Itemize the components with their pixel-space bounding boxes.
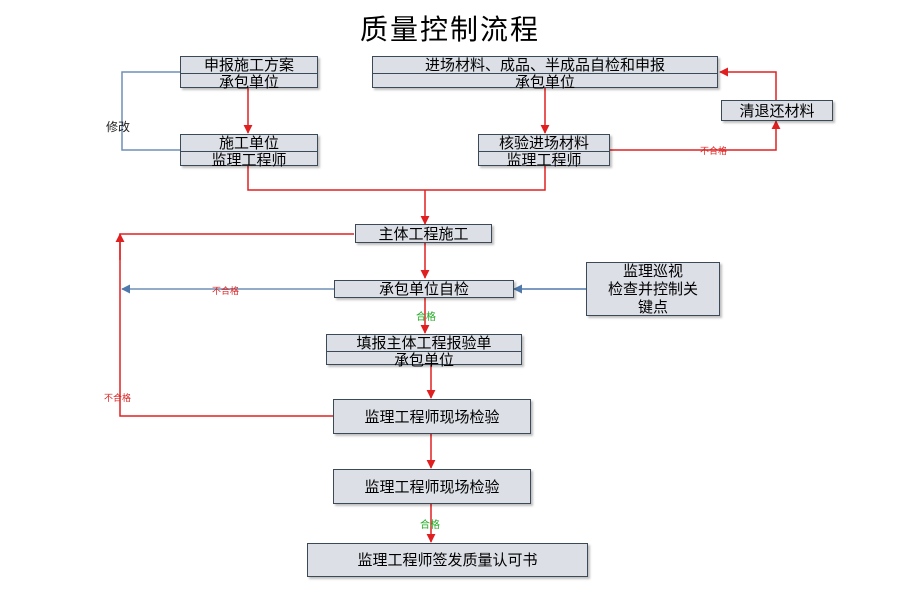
plan-line2: 承包单位 (218, 73, 279, 91)
patrol-box: 监理巡视 检查并控制关 键点 (586, 262, 720, 316)
modify-label: 修改 (106, 120, 131, 134)
verify-materials-line2: 监理工程师 (506, 151, 582, 169)
sitecheck-fail-loop (119, 233, 354, 417)
site-check-1-box: 监理工程师现场检验 (333, 399, 531, 434)
main-construction-text: 主体工程施工 (378, 224, 469, 243)
plan-line1: 申报施工方案 (181, 57, 317, 74)
return-to-materials-arrow (719, 67, 777, 100)
fail-materials-label: 不合格 (700, 147, 728, 157)
construct-box: 施工单位 监理工程师 (180, 134, 318, 169)
fill-report-line1: 填报主体工程报验单 (327, 335, 521, 352)
self-check-text: 承包单位自检 (378, 280, 469, 298)
site-check-2-text: 监理工程师现场检验 (364, 477, 500, 496)
verify-materials-box: 核验进场材料 监理工程师 (478, 134, 610, 169)
fill-report-box: 填报主体工程报验单 承包单位 (326, 334, 522, 369)
construct-merge-line (247, 166, 546, 191)
materials-report-line1: 进场材料、成品、半成品自检和申报 (373, 57, 717, 74)
site-check-2-box: 监理工程师现场检验 (333, 469, 531, 504)
patrol-line1: 监理巡视 (622, 262, 683, 280)
materials-report-box: 进场材料、成品、半成品自检和申报 承包单位 (372, 56, 718, 91)
patrol-line3: 键点 (637, 298, 668, 316)
certificate-box: 监理工程师签发质量认可书 (307, 543, 588, 577)
return-materials-box: 清退还材料 (721, 100, 833, 121)
page-title: 质量控制流程 (359, 13, 540, 46)
materials-report-line2: 承包单位 (514, 73, 575, 91)
patrol-line2: 检查并控制关 (607, 280, 698, 298)
return-materials-text: 清退还材料 (739, 101, 815, 120)
self-check-box: 承包单位自检 (334, 280, 514, 298)
verify-to-return-arrow (610, 120, 781, 151)
pass-final-label: 合格 (420, 520, 440, 531)
site-check-1-text: 监理工程师现场检验 (364, 407, 500, 426)
certificate-text: 监理工程师签发质量认可书 (357, 551, 538, 569)
construct-line1: 施工单位 (181, 135, 317, 152)
fail-site-label: 不合格 (104, 394, 132, 404)
plan-box: 申报施工方案 承包单位 (180, 56, 318, 91)
construct-line2: 监理工程师 (211, 151, 287, 169)
modify-loop-line (121, 71, 180, 151)
main-construction-box: 主体工程施工 (355, 224, 492, 243)
pass-selfcheck-label: 合格 (416, 312, 436, 323)
fill-report-line2: 承包单位 (393, 351, 454, 369)
fail-selfcheck-label: 不合格 (212, 287, 240, 297)
verify-materials-line1: 核验进场材料 (479, 135, 609, 152)
